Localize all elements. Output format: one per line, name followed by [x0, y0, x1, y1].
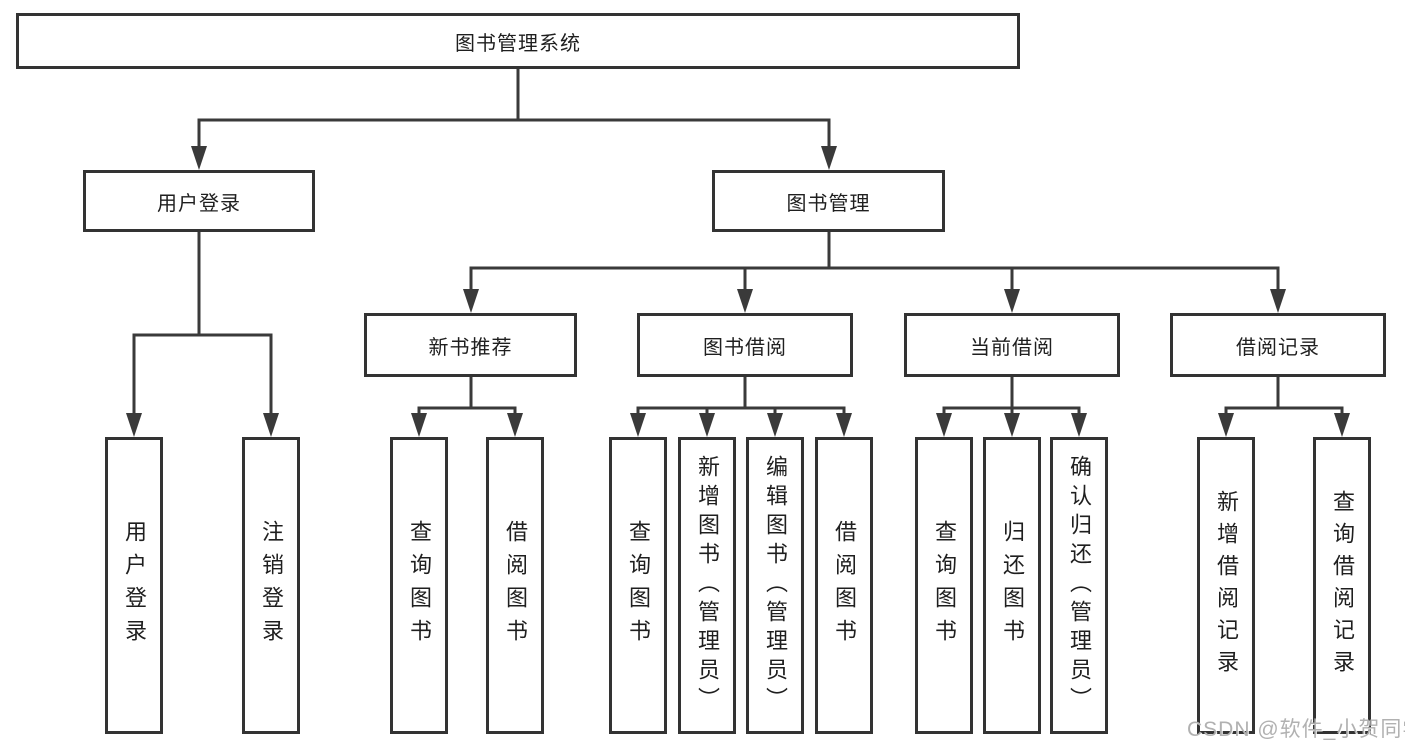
- node-bor-query-book-label: 查询图书: [626, 519, 651, 652]
- node-rec-query-book-label: 查询图书: [407, 519, 432, 652]
- arrow-down-icon: [630, 413, 646, 437]
- arrow-down-icon: [411, 413, 427, 437]
- arrow-down-icon: [126, 413, 142, 437]
- node-rec-borrow-book: 借阅图书: [486, 437, 544, 734]
- node-cur-confirm-return-admin-label: 确认归还（管理员）: [1067, 455, 1092, 716]
- node-library-system: 图书管理系统: [16, 13, 1020, 69]
- node-user-login-group: 用户登录: [83, 170, 315, 232]
- arrow-down-icon: [1004, 289, 1020, 313]
- node-cur-return-book-label: 归还图书: [1000, 519, 1025, 652]
- arrow-down-icon: [737, 289, 753, 313]
- arrow-down-icon: [767, 413, 783, 437]
- node-logout-login: 注销登录: [242, 437, 300, 734]
- arrowheads: [126, 146, 1350, 437]
- arrow-down-icon: [191, 146, 207, 170]
- node-book-borrowing: 图书借阅: [637, 313, 853, 377]
- arrow-down-icon: [936, 413, 952, 437]
- node-book-management: 图书管理: [712, 170, 945, 232]
- arrow-down-icon: [1071, 413, 1087, 437]
- arrow-down-icon: [821, 146, 837, 170]
- node-cur-confirm-return-admin: 确认归还（管理员）: [1050, 437, 1108, 734]
- node-cur-return-book: 归还图书: [983, 437, 1041, 734]
- arrow-down-icon: [1004, 413, 1020, 437]
- node-bor-query-book: 查询图书: [609, 437, 667, 734]
- node-bor-add-book-admin-label: 新增图书（管理员）: [695, 455, 720, 716]
- node-query-borrow-record: 查询借阅记录: [1313, 437, 1371, 734]
- arrow-down-icon: [1270, 289, 1286, 313]
- node-bor-edit-book-admin-label: 编辑图书（管理员）: [763, 455, 788, 716]
- arrow-down-icon: [263, 413, 279, 437]
- arrow-down-icon: [507, 413, 523, 437]
- node-rec-query-book: 查询图书: [390, 437, 448, 734]
- arrow-down-icon: [699, 413, 715, 437]
- arrow-down-icon: [836, 413, 852, 437]
- node-logout-login-label: 注销登录: [259, 519, 284, 652]
- arrow-down-icon: [1334, 413, 1350, 437]
- node-user-login: 用户登录: [105, 437, 163, 734]
- node-bor-edit-book-admin: 编辑图书（管理员）: [746, 437, 804, 734]
- arrow-down-icon: [1218, 413, 1234, 437]
- node-bor-borrow-book-label: 借阅图书: [832, 519, 857, 652]
- csdn-watermark: CSDN @软件_小贺同学: [1187, 718, 1405, 741]
- node-new-book-recommend: 新书推荐: [364, 313, 577, 377]
- node-bor-borrow-book: 借阅图书: [815, 437, 873, 734]
- node-cur-query-book: 查询图书: [915, 437, 973, 734]
- node-borrowing-records: 借阅记录: [1170, 313, 1386, 377]
- arrow-down-icon: [463, 289, 479, 313]
- node-cur-query-book-label: 查询图书: [932, 519, 957, 652]
- node-current-borrowing: 当前借阅: [904, 313, 1120, 377]
- node-query-borrow-record-label: 查询借阅记录: [1330, 489, 1355, 682]
- node-add-borrow-record: 新增借阅记录: [1197, 437, 1255, 734]
- node-add-borrow-record-label: 新增借阅记录: [1214, 489, 1239, 682]
- node-bor-add-book-admin: 新增图书（管理员）: [678, 437, 736, 734]
- node-user-login-label: 用户登录: [122, 519, 147, 652]
- node-rec-borrow-book-label: 借阅图书: [503, 519, 528, 652]
